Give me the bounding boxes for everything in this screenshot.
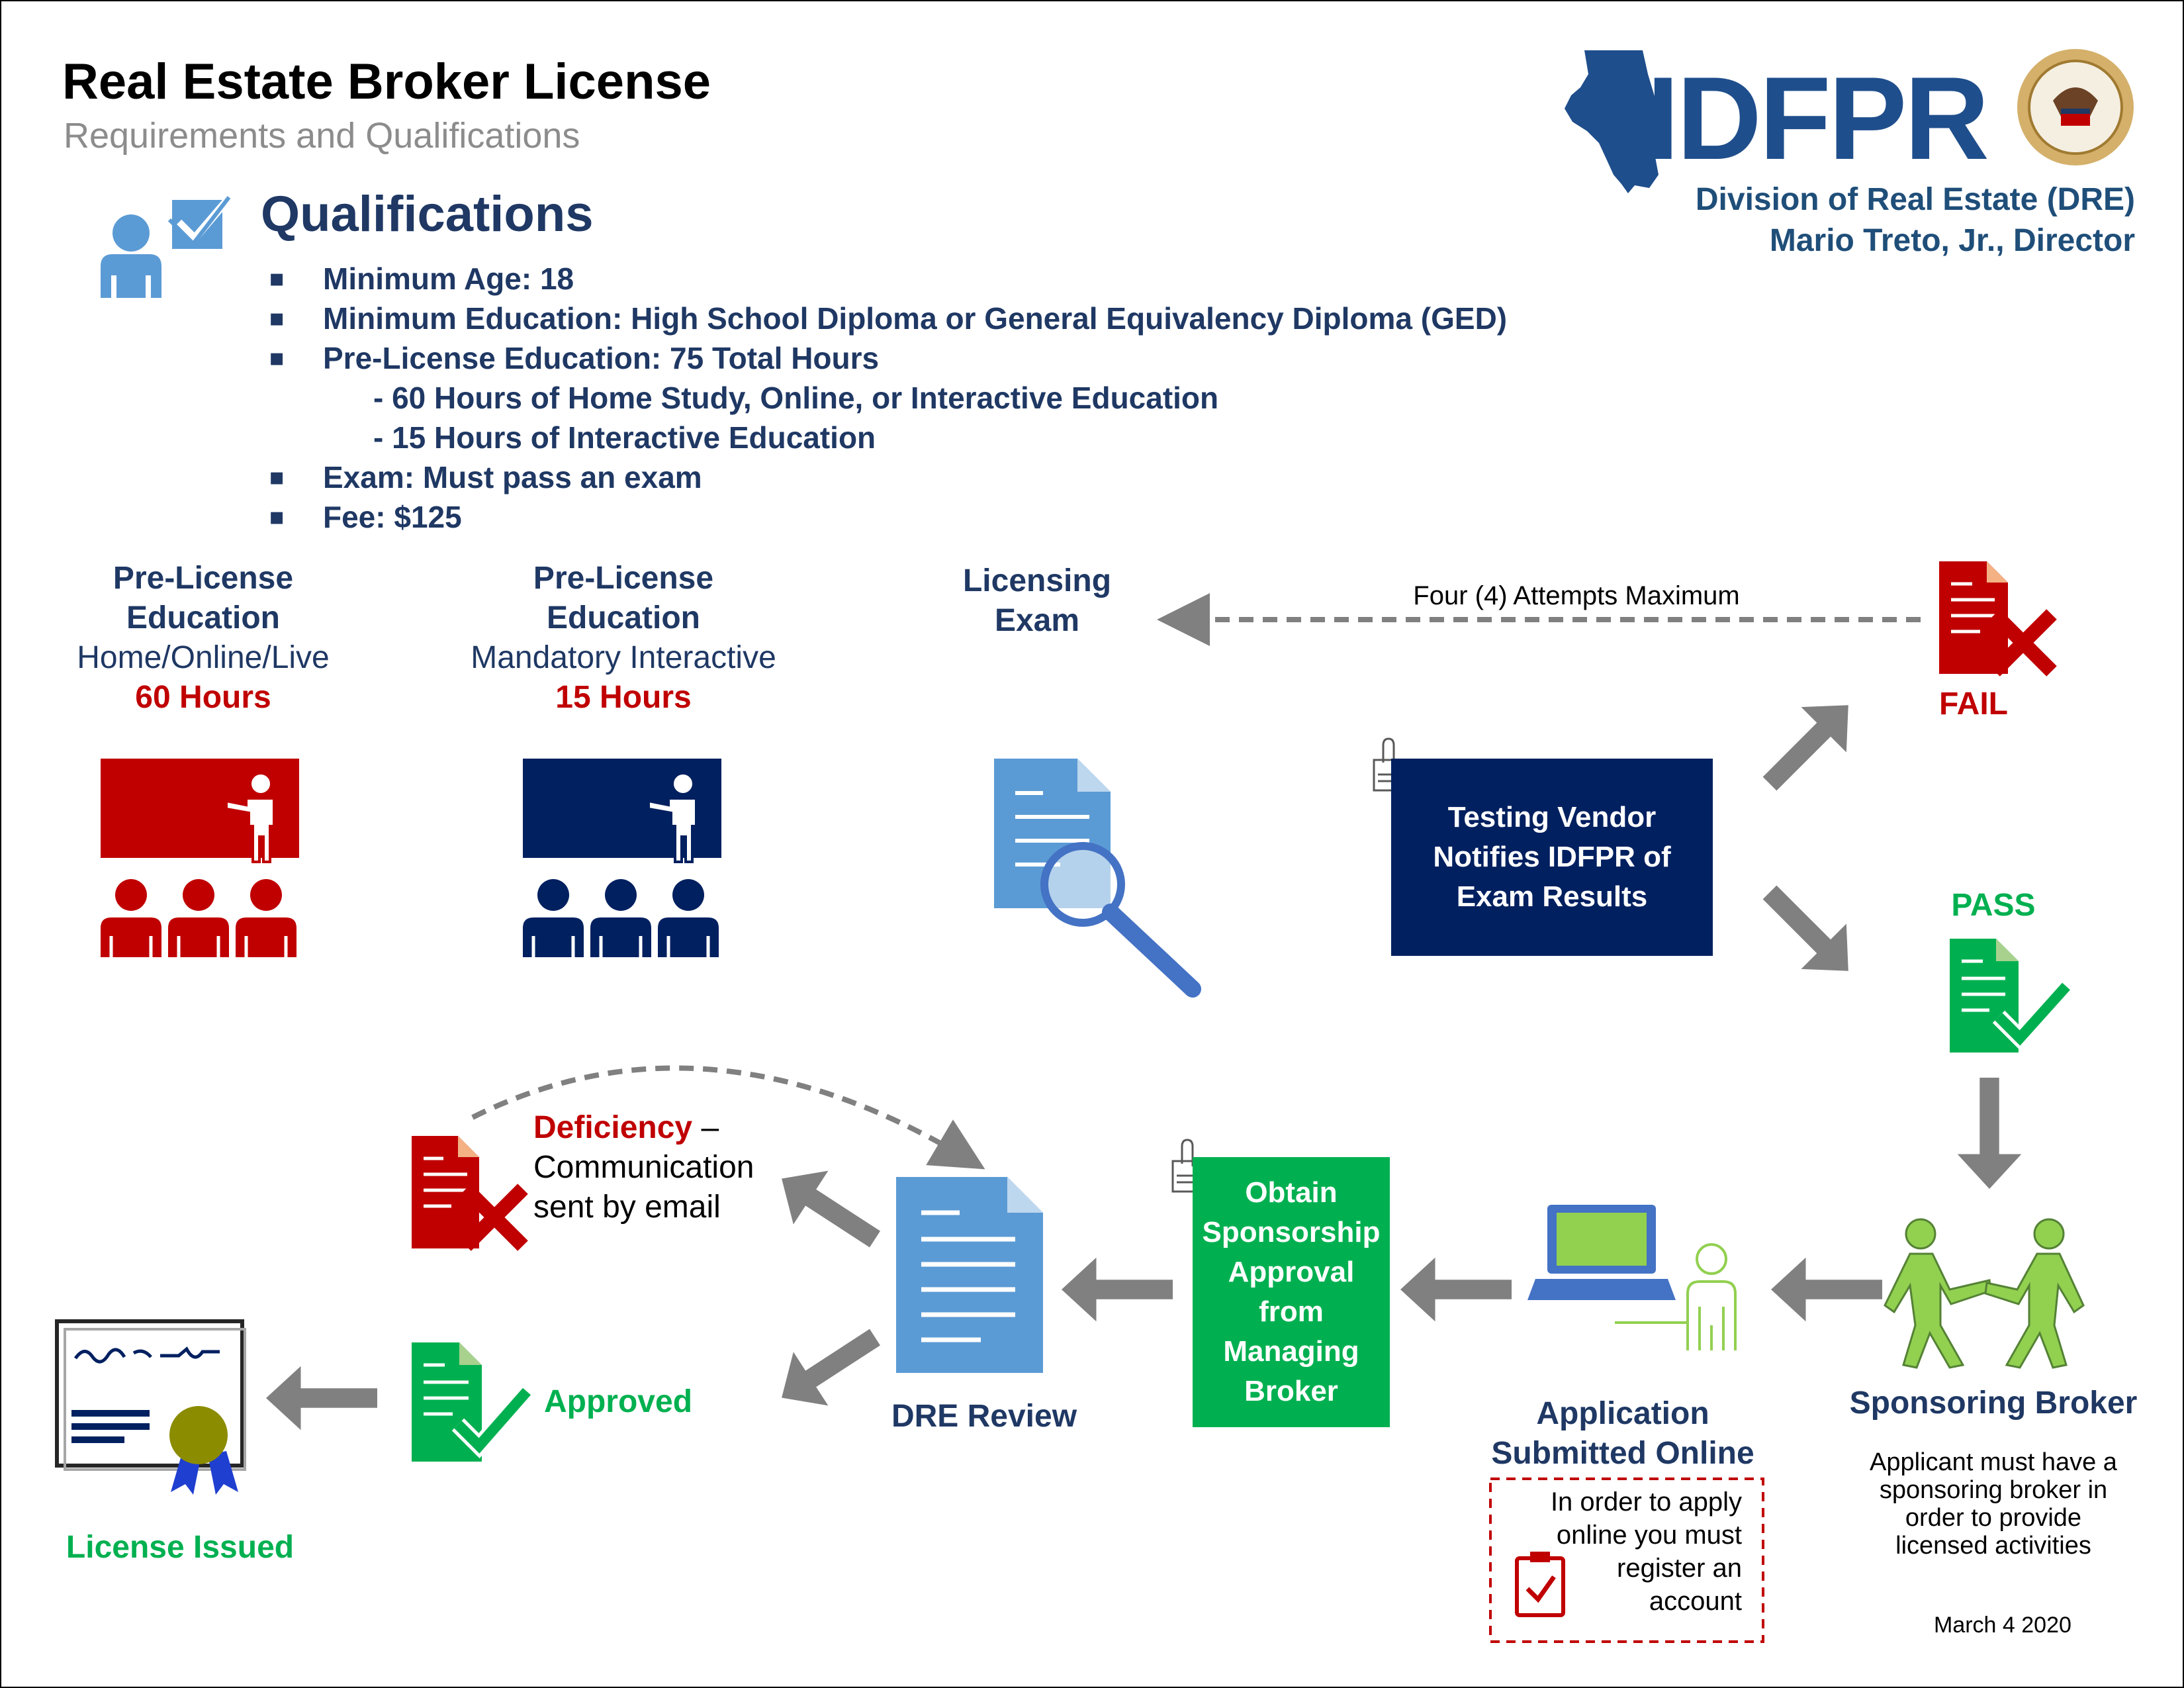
box-line: Managing [1223,1335,1359,1368]
box-line: from [1259,1295,1324,1328]
step-subtitle: Mandatory Interactive [471,640,776,675]
qualification-subitem: - 60 Hours of Home Study, Online, or Int… [373,381,1219,415]
box-line: Exam Results [1456,880,1648,913]
illinois-map-icon [1565,50,1659,193]
step-title-line: Licensing [962,563,1112,598]
qualification-subitem: - 15 Hours of Interactive Education [373,420,876,455]
qualification-item: Minimum Education: High School Diploma o… [323,301,1508,336]
arrow-icon-to-license [266,1366,377,1430]
qualification-item: Fee: $125 [323,500,462,534]
arrow-icon-to-application [1771,1257,1882,1322]
document-magnifier-icon [994,759,1201,998]
idfpr-logo-text: IDFPR [1647,52,1989,184]
bullet-icon: ▪ [269,305,285,332]
application-submitted-label: Application Submitted Online [1464,1394,1782,1474]
laptop-user-icon [1527,1205,1737,1350]
certificate-icon [55,1319,246,1495]
hours-label: 60 Hours [135,680,271,715]
pre-license-home-label: Pre-License Education Home/Online/Live 6… [41,559,365,718]
fail-label: FAIL [1939,686,2008,722]
note-line: sponsoring broker in [1879,1476,2108,1504]
approved-label: Approved [544,1384,693,1419]
deficiency-word: Deficiency [533,1110,693,1145]
step-subtitle: Home/Online/Live [77,640,330,675]
bullet-icon: ▪ [269,463,285,491]
step-title-line: Education [126,600,280,635]
bullet-icon: ▪ [269,265,285,292]
flow-arrows [266,705,2022,1430]
handshake-icon [1884,1218,2085,1369]
box-line: Testing Vendor [1447,801,1657,833]
qualification-item: Exam: Must pass an exam [323,460,702,494]
box-line: Notifies IDFPR of [1433,841,1671,873]
deficiency-label: Deficiency – Communication sent by email [533,1108,754,1227]
arrow-icon-to-deficiency [782,1170,881,1248]
application-note-box [1489,1477,1764,1643]
page-title: Real Estate Broker License [62,54,711,110]
box-line: Obtain [1245,1176,1338,1209]
pre-license-interactive-label: Pre-License Education Mandatory Interact… [451,559,796,718]
document-pass-icon [1950,939,2073,1053]
state-seal-icon [2017,49,2134,165]
application-note: In order to apply online you must regist… [1517,1485,1742,1618]
pass-label: PASS [1951,888,2036,923]
note-line: licensed activities [1895,1532,2091,1560]
deficiency-dash: – [692,1110,719,1145]
bullet-icon: ▪ [269,503,285,530]
arrow-icon-to-fail [1762,705,1848,791]
box-line: Sponsorship [1202,1216,1381,1248]
dre-review-label: DRE Review [891,1399,1077,1434]
note-line: In order to apply [1550,1487,1742,1517]
arrow-icon-to-pass [1762,885,1848,971]
sponsoring-broker-note: Applicant must have a sponsoring broker … [1815,1448,2172,1560]
box-line: Broker [1244,1375,1338,1407]
clipboard-check-icon [1515,1552,1565,1617]
note-line: register an [1617,1554,1742,1583]
attempts-label: Four (4) Attempts Maximum [1413,581,1740,610]
license-issued-label: License Issued [66,1530,295,1565]
testing-vendor-box: Testing Vendor Notifies IDFPR of Exam Re… [1391,759,1713,956]
note-line: order to provide [1905,1504,2082,1532]
sponsorship-approval-box: Obtain Sponsorship Approval from Managin… [1193,1157,1390,1427]
arrow-icon-to-review [1062,1257,1173,1322]
step-title-line: Education [546,600,700,635]
arrow-icon-to-approved [782,1329,881,1406]
step-title-line: Exam [994,603,1080,638]
step-title-line: Submitted Online [1491,1436,1754,1471]
box-line: Approval [1228,1256,1355,1288]
bullet-icon: ▪ [269,344,285,371]
person-check-icon [101,196,231,298]
classroom-icon-navy [523,759,721,957]
licensing-exam-label: Licensing Exam [928,561,1146,641]
sponsoring-broker-title: Sponsoring Broker [1849,1385,2138,1421]
step-title-line: Pre-License [533,561,714,596]
deficiency-line: Communication [533,1150,754,1185]
document-review-icon [896,1177,1043,1373]
hours-label: 15 Hours [555,680,692,715]
note-line: account [1649,1587,1742,1616]
deficiency-dashed-arrow [471,1065,985,1170]
qualification-item: Minimum Age: 18 [323,261,574,296]
date-label: March 4 2020 [1934,1613,2071,1638]
director-label: Mario Treto, Jr., Director [1769,223,2135,258]
qualification-item: Pre-License Education: 75 Total Hours [323,341,880,375]
classroom-icon-red [101,759,299,957]
note-line: Applicant must have a [1870,1448,2117,1476]
document-approved-icon [412,1342,533,1462]
arrow-icon-to-sponsorship [1400,1257,1512,1322]
document-fail-icon [1939,561,2057,677]
arrow-icon-down [1957,1078,2022,1189]
deficiency-line: sent by email [533,1190,721,1225]
page-subtitle: Requirements and Qualifications [64,116,580,156]
step-title-line: Pre-License [113,561,294,596]
document-deficiency-icon [412,1136,528,1251]
step-title-line: Application [1536,1396,1709,1431]
division-label: Division of Real Estate (DRE) [1695,182,2135,217]
qualifications-heading: Qualifications [261,186,594,242]
note-line: online you must [1556,1521,1742,1550]
